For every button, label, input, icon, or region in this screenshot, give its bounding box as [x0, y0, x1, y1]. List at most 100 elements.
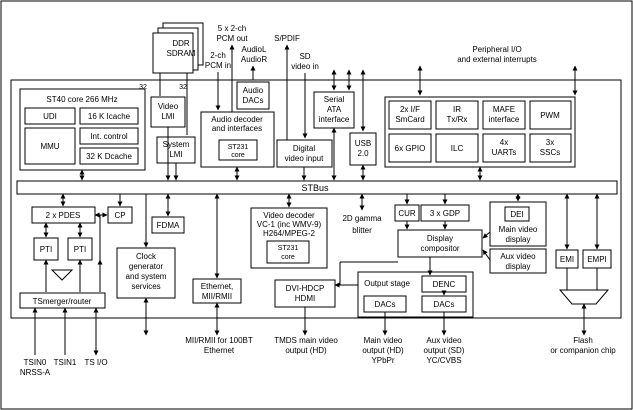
- svg-text:Audio decoder: Audio decoder: [211, 115, 263, 124]
- svg-text:2.0: 2.0: [357, 149, 369, 158]
- audio-decoder-block: Audio decoder and interfaces ST231 core: [200, 111, 275, 168]
- svg-text:DEI: DEI: [510, 210, 523, 219]
- svg-text:and external interrupts: and external interrupts: [457, 55, 537, 64]
- pti-block-2: PTI: [67, 237, 93, 261]
- svg-text:LMI: LMI: [169, 150, 182, 159]
- usb-block: USB 2.0: [349, 132, 377, 166]
- ethernet-block: Ethernet, MII/RMII: [192, 278, 242, 304]
- emi-block: EMI: [555, 249, 579, 269]
- label-ts-io: TS I/O: [84, 358, 107, 367]
- label-tsin0: TSIN0 NRSS-A: [20, 358, 51, 377]
- svg-text:TSmerger/router: TSmerger/router: [33, 297, 92, 306]
- svg-text:core: core: [231, 152, 245, 159]
- svg-text:output (HD): output (HD): [285, 346, 327, 355]
- svg-text:PTI: PTI: [74, 245, 86, 254]
- svg-text:Flash: Flash: [573, 336, 593, 345]
- svg-text:2D gamma: 2D gamma: [342, 214, 382, 223]
- serial-ata-block: Serial ATA interface: [313, 91, 355, 129]
- peripheral-group: 2x I/F SmCard IR Tx/Rx MAFE interface PW…: [384, 96, 576, 168]
- svg-text:DVI-HDCP: DVI-HDCP: [286, 284, 325, 293]
- svg-text:TSIN0: TSIN0: [24, 358, 47, 367]
- label-pcm-in: 2-ch PCM in: [205, 51, 231, 70]
- svg-text:16 K Icache: 16 K Icache: [88, 112, 131, 121]
- pdes-block: 2 x PDES: [31, 206, 96, 224]
- svg-text:compositor: compositor: [420, 244, 459, 253]
- label-32-left: 32: [139, 84, 147, 91]
- svg-text:SmCard: SmCard: [395, 115, 424, 124]
- svg-text:CP: CP: [114, 211, 125, 220]
- svg-text:MII/RMII for 100BT: MII/RMII for 100BT: [185, 336, 253, 345]
- label-audio-lr: AudioL AudioR: [241, 45, 267, 64]
- svg-text:Video: Video: [158, 102, 179, 111]
- empi-block: EMPI: [582, 249, 612, 269]
- label-32-right: 32: [179, 84, 187, 91]
- svg-text:Tx/Rx: Tx/Rx: [447, 115, 468, 124]
- svg-text:LMI: LMI: [161, 112, 174, 121]
- svg-text:5 x 2-ch: 5 x 2-ch: [218, 24, 246, 33]
- svg-text:System: System: [163, 140, 190, 149]
- output-stage-block: Output stage DENC DACs DACs: [357, 271, 474, 318]
- system-lmi-block: System LMI: [156, 136, 196, 164]
- svg-text:output (SD): output (SD): [424, 346, 465, 355]
- main-video-display-block: DEI Main video display: [489, 201, 547, 247]
- svg-text:Ethernet: Ethernet: [204, 346, 235, 355]
- cp-block: CP: [107, 206, 133, 224]
- svg-text:video input: video input: [285, 154, 324, 163]
- svg-text:ST231: ST231: [228, 144, 249, 151]
- aux-video-display-block: Aux video display: [489, 248, 547, 274]
- svg-text:Main video: Main video: [499, 225, 538, 234]
- svg-text:PCM out: PCM out: [216, 34, 248, 43]
- svg-text:STBus: STBus: [301, 183, 329, 193]
- svg-text:TMDS main video: TMDS main video: [274, 336, 338, 345]
- svg-text:IR: IR: [453, 105, 461, 114]
- label-sd-video-in: SD video in: [291, 52, 319, 71]
- display-compositor-block: Display compositor: [397, 229, 483, 258]
- svg-text:PCM in: PCM in: [205, 61, 231, 70]
- svg-text:and interfaces: and interfaces: [212, 124, 262, 133]
- svg-text:Aux video: Aux video: [426, 336, 462, 345]
- tsmerger-block: TSmerger/router: [19, 292, 106, 309]
- video-lmi-block: Video LMI: [150, 96, 186, 128]
- svg-text:generator: generator: [129, 262, 164, 271]
- svg-text:Video decoder: Video decoder: [263, 211, 315, 220]
- svg-text:Ethernet,: Ethernet,: [201, 282, 233, 291]
- st40-core-block: ST40 core 266 MHz UDI 16 K Icache MMU In…: [19, 88, 146, 171]
- svg-text:PWM: PWM: [540, 111, 560, 120]
- svg-text:DENC: DENC: [433, 280, 456, 289]
- svg-text:2-ch: 2-ch: [210, 51, 226, 60]
- svg-text:H264/MPEG-2: H264/MPEG-2: [263, 229, 316, 238]
- label-tsin1: TSIN1: [54, 358, 77, 367]
- svg-text:Serial: Serial: [324, 95, 345, 104]
- svg-text:SDRAM: SDRAM: [167, 49, 196, 58]
- svg-text:Output stage: Output stage: [364, 279, 410, 288]
- svg-text:display: display: [506, 235, 531, 244]
- svg-text:Main video: Main video: [364, 336, 403, 345]
- label-spdif: S/PDIF: [274, 34, 300, 43]
- svg-text:blitter: blitter: [352, 226, 372, 235]
- svg-text:SSCs: SSCs: [540, 148, 560, 157]
- dvi-hdcp-block: DVI-HDCP HDMI: [274, 279, 336, 308]
- clock-generator-block: Clock generator and system services: [116, 247, 176, 299]
- svg-text:services: services: [131, 282, 160, 291]
- label-aux-video-out: Aux video output (SD) YC/CVBS: [424, 336, 465, 365]
- svg-text:Digital: Digital: [293, 144, 315, 153]
- svg-text:output (HD): output (HD): [362, 346, 404, 355]
- svg-text:6x GPIO: 6x GPIO: [395, 144, 426, 153]
- svg-text:ST231: ST231: [278, 245, 299, 252]
- svg-text:or companion chip: or companion chip: [550, 346, 616, 355]
- svg-text:YC/CVBS: YC/CVBS: [426, 356, 461, 365]
- label-tmds: TMDS main video output (HD): [274, 336, 338, 355]
- label-pcm-out: 5 x 2-ch PCM out: [216, 24, 248, 43]
- label-flash: Flash or companion chip: [550, 336, 616, 355]
- svg-text:3x: 3x: [546, 138, 554, 147]
- label-peripheral-io: Peripheral I/O and external interrupts: [457, 45, 537, 64]
- svg-text:video in: video in: [291, 62, 319, 71]
- svg-text:DACs: DACs: [375, 300, 396, 309]
- svg-text:EMPI: EMPI: [587, 255, 607, 264]
- svg-text:HDMI: HDMI: [295, 294, 315, 303]
- svg-text:MAFE: MAFE: [493, 105, 515, 114]
- svg-text:AudioL: AudioL: [242, 45, 267, 54]
- svg-text:YPbPr: YPbPr: [371, 356, 394, 365]
